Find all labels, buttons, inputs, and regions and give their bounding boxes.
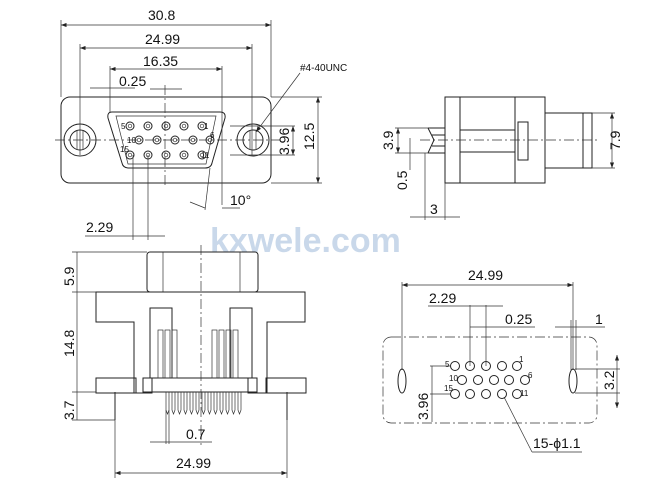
pcb-pin-label-10: 10 [449, 374, 458, 383]
pin-socket [179, 121, 189, 131]
contact [157, 329, 164, 379]
pin-socket [125, 121, 135, 131]
pin-lead [237, 392, 242, 415]
dim-offset: 0.25 [119, 73, 146, 89]
dim-side-c: 3 [430, 201, 438, 217]
pin-lead [189, 392, 194, 415]
pcb-dim-slot-height: 3.2 [601, 370, 617, 390]
dim-side-d: 7.9 [607, 130, 623, 150]
pcb-dim-row: 3.96 [415, 393, 431, 420]
pin-lead [231, 392, 236, 415]
dim-mount-span: 24.99 [176, 455, 211, 471]
pcb-pin-hole [497, 361, 507, 371]
pcb-pin-hole [481, 389, 491, 399]
watermark: kxwele.com [210, 222, 401, 260]
pin-label-5: 5 [121, 122, 126, 131]
side-view: 3.9 0.5 3 7.9 [380, 96, 623, 220]
pcb-pin-hole [504, 375, 514, 385]
dim-pin-pitch: 2.29 [86, 219, 113, 235]
pcb-dim-offset: 0.25 [505, 311, 532, 327]
dim-side-b: 0.5 [394, 170, 410, 190]
pin-socket [143, 121, 153, 131]
pin-lead [165, 392, 170, 415]
pin-socket [179, 150, 189, 160]
pcb-pin-hole [489, 375, 499, 385]
pcb-pin-hole [512, 389, 522, 399]
dim-mount-spacing: 24.99 [145, 31, 180, 47]
front-view: 30.8 24.99 16.35 0.25 #4-40UNC 3.96 12.5… [55, 7, 347, 240]
pcb-pin-hole [520, 375, 530, 385]
pcb-layout: 24.99 2.29 0.25 1 3.2 3.96 15-ϕ1.1 5 1 1… [382, 267, 620, 453]
dim-pin-length: 3.7 [61, 400, 77, 420]
contact [218, 329, 225, 379]
dim-shell-width: 16.35 [143, 53, 178, 69]
pcb-pin-label-1: 1 [519, 355, 524, 364]
bottom-view: 5.9 14.8 3.7 0.7 24.99 [61, 245, 307, 478]
pin-socket [125, 150, 135, 160]
pcb-pin-hole [465, 389, 475, 399]
dim-flange-height: 12.5 [301, 123, 317, 150]
pcb-pin-label-5: 5 [445, 360, 450, 369]
pcb-pin-hole [512, 361, 522, 371]
pin-label-10: 10 [127, 136, 136, 145]
thread-label: #4-40UNC [300, 63, 347, 74]
pin-lead [207, 392, 212, 415]
pin-label-15: 15 [120, 145, 129, 154]
pin-socket [161, 150, 171, 160]
pcb-dim-pitch: 2.29 [429, 290, 456, 306]
contact [232, 329, 239, 379]
dim-angle: 10° [230, 192, 251, 208]
pcb-hole-spec: 15-ϕ1.1 [533, 435, 581, 451]
pin-lead [171, 392, 176, 415]
pcb-pin-label-6: 6 [528, 371, 533, 380]
contact [171, 329, 178, 379]
pin-lead [225, 392, 230, 415]
pcb-pin-label-15: 15 [444, 384, 453, 393]
pin-lead [219, 392, 224, 415]
dim-overall-width: 30.8 [148, 7, 175, 23]
pin-lead [183, 392, 188, 415]
pin-label-6: 6 [210, 131, 215, 140]
pcb-pin-hole [450, 389, 460, 399]
pcb-pin-hole [497, 389, 507, 399]
dim-pin-width: 0.7 [186, 426, 206, 442]
pcb-dim-span: 24.99 [468, 267, 503, 283]
pcb-pin-hole [473, 375, 483, 385]
pin-lead [201, 392, 206, 415]
pin-socket [197, 150, 207, 160]
dim-side-a: 3.9 [380, 130, 396, 150]
contact [211, 329, 218, 379]
dim-shell-height: 5.9 [61, 266, 77, 286]
contact [225, 329, 232, 379]
pin-lead [177, 392, 182, 415]
contact [164, 329, 171, 379]
pin-lead [213, 392, 218, 415]
pcb-pin-label-11: 11 [520, 389, 529, 398]
pin-lead [195, 392, 200, 415]
dim-row-spacing: 3.96 [276, 128, 292, 155]
pcb-pin-hole [450, 361, 460, 371]
pin-socket [161, 121, 171, 131]
dim-body-height: 14.8 [61, 330, 77, 357]
pin-label-1: 1 [204, 122, 209, 131]
pin-socket [197, 121, 207, 131]
pcb-pin-hole [457, 375, 467, 385]
pcb-dim-slot: 1 [595, 311, 603, 327]
pin-label-11: 11 [201, 151, 210, 160]
